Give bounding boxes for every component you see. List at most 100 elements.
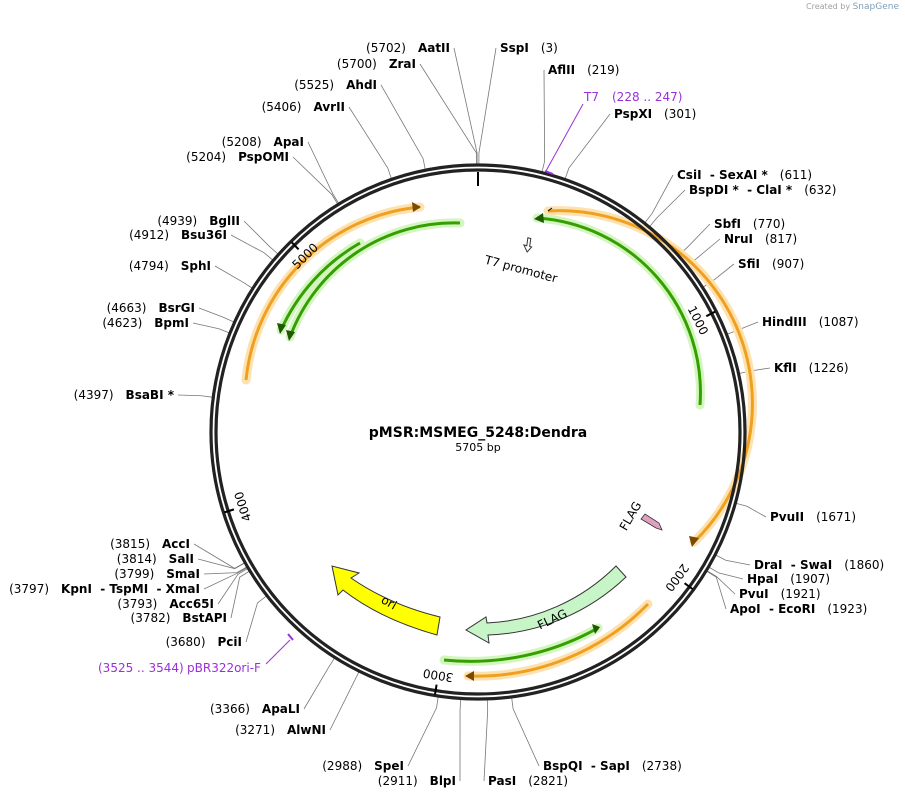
site-label[interactable]: ApoI - EcoRI(1923) — [730, 602, 867, 616]
site-label[interactable]: BspDI * - ClaI *(632) — [689, 183, 837, 197]
site-label[interactable]: AatII(5702) — [366, 41, 450, 55]
site-label[interactable]: ApaLI(3366) — [210, 702, 300, 716]
site-label[interactable]: PspXI(301) — [614, 107, 696, 121]
site-position: (3814) — [117, 552, 157, 566]
site-label[interactable]: BsaBI * (4397) — [74, 388, 175, 402]
site-position: (1923) — [827, 602, 867, 616]
primer-pbr322ori-f[interactable]: (3525 .. 3544) pBR322ori-F — [98, 633, 294, 675]
site-label[interactable]: SfiI(907) — [738, 257, 804, 271]
site-label[interactable]: Acc65I(3793) — [117, 597, 214, 611]
orf-arc-right-outer[interactable] — [543, 206, 757, 547]
orf-arc-right[interactable] — [547, 209, 754, 544]
green-arc-left2[interactable] — [279, 241, 361, 331]
site-label[interactable]: BglII(4939) — [157, 214, 240, 228]
site-label[interactable]: KflI(1226) — [774, 361, 849, 375]
site-label[interactable]: BpmI(4623) — [102, 316, 189, 330]
feature-t7-promoter[interactable]: T7 promoter — [482, 237, 559, 286]
feature-flag[interactable]: FLAG — [617, 499, 663, 533]
primer-t7[interactable]: T7 (228 .. 247) — [544, 90, 682, 175]
site-label[interactable]: ApaI(5208) — [222, 135, 304, 149]
leader-line — [459, 698, 462, 782]
site-label[interactable]: PciI(3680) — [166, 635, 242, 649]
site-enzymes: AhdI — [346, 78, 377, 92]
site-label[interactable]: SspI(3) — [500, 41, 558, 55]
site-position: (907) — [772, 257, 804, 271]
green-arrowhead-left1 — [286, 330, 295, 341]
leader-line — [705, 570, 727, 610]
site-label[interactable]: BstAPI(3782) — [131, 611, 227, 625]
site-position: (4939) — [157, 214, 197, 228]
leader-line — [483, 698, 489, 782]
site-label[interactable]: PspOMI (5204) — [186, 150, 289, 164]
site-label[interactable]: BlpI(2911) — [378, 774, 456, 788]
site-label[interactable]: BsrGI(4663) — [107, 301, 195, 315]
green-arc-right[interactable] — [536, 216, 702, 406]
leader-line — [177, 394, 214, 398]
site-position: (5204) — [186, 150, 226, 164]
leader-line — [230, 234, 274, 261]
site-label[interactable]: HpaI(1907) — [747, 572, 830, 586]
site-enzymes: BspQI - SapI — [543, 759, 630, 773]
site-enzymes: AccI — [162, 537, 190, 551]
leader-line — [245, 595, 268, 643]
tick-mark-4000 — [224, 508, 235, 514]
site-label[interactable]: PvuII(1671) — [770, 510, 856, 524]
site-label[interactable]: Bsu36I(4912) — [129, 228, 227, 242]
feature-ori[interactable]: ori — [331, 565, 441, 636]
site-position: (3799) — [114, 567, 154, 581]
site-label[interactable]: CsiI - SexAI *(611) — [677, 168, 812, 182]
site-label[interactable]: NruI(817) — [724, 232, 797, 246]
leader-line — [217, 567, 249, 605]
leader-line — [198, 307, 235, 323]
plasmid-length: 5705 bp — [455, 441, 500, 454]
site-label[interactable]: AvrII(5406) — [262, 100, 345, 114]
site-position: (770) — [753, 217, 785, 231]
site-label[interactable]: ZraI(5700) — [337, 57, 416, 71]
site-label[interactable]: AflII (219) — [548, 63, 619, 77]
green-arc-bottom[interactable] — [443, 626, 599, 663]
site-position: (4794) — [129, 259, 169, 273]
site-label[interactable]: SbfI(770) — [714, 217, 785, 231]
site-label[interactable]: SphI(4794) — [129, 259, 211, 273]
site-position: (219) — [587, 63, 619, 77]
leader-line — [230, 570, 251, 619]
site-label[interactable]: DraI - SwaI(1860) — [754, 558, 884, 572]
site-label[interactable]: BspQI - SapI(2738) — [543, 759, 682, 773]
green-arc-left1[interactable] — [288, 221, 461, 338]
leader-line — [203, 566, 248, 575]
primer-range-t7: (228 .. 247) — [612, 90, 682, 104]
site-enzymes: BsaBI * — [126, 388, 175, 402]
orf-arc-bottom[interactable] — [467, 602, 650, 678]
backbone-inner-ring — [214, 168, 742, 696]
site-position: (301) — [664, 107, 696, 121]
site-position: (4623) — [102, 316, 142, 330]
orf-arc-left[interactable] — [244, 205, 421, 381]
site-label[interactable]: PvuI(1921) — [739, 587, 821, 601]
site-label[interactable]: SpeI(2988) — [322, 759, 404, 773]
site-position: (3782) — [131, 611, 171, 625]
site-position: (1671) — [816, 510, 856, 524]
site-enzymes: AvrII — [313, 100, 345, 114]
site-position: (4912) — [129, 228, 169, 242]
site-label[interactable]: SalI(3814) — [117, 552, 194, 566]
leader-line — [329, 670, 360, 731]
site-label[interactable]: KpnI - TspMI - XmaI(3797) — [9, 582, 200, 596]
site-label[interactable]: AhdI(5525) — [294, 78, 377, 92]
snapgene-credit: Created by SnapGene — [806, 2, 899, 12]
site-leader-lines — [177, 47, 771, 782]
site-label[interactable]: PasI(2821) — [488, 774, 568, 788]
site-enzymes: AflII — [548, 63, 575, 77]
site-enzymes: PspOMI — [238, 150, 289, 164]
site-position: (4397) — [74, 388, 114, 402]
leader-line — [714, 554, 751, 566]
site-label[interactable]: HindIII(1087) — [762, 315, 859, 329]
site-label[interactable]: AlwNI(3271) — [235, 723, 326, 737]
site-label[interactable]: SmaI(3799) — [114, 567, 200, 581]
feature-apmr[interactable]: FLAG — [465, 565, 627, 644]
site-label[interactable]: AccI(3815) — [110, 537, 190, 551]
site-enzymes: ZraI — [389, 57, 416, 71]
site-enzymes: BsrGI — [158, 301, 195, 315]
